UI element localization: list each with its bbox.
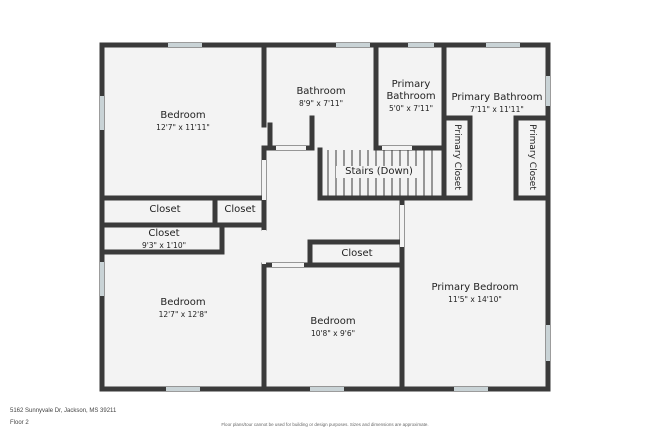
primary-closet-right-label: Primary Closet	[527, 124, 537, 190]
room-dimensions: 5'0" x 7'11"	[388, 104, 434, 113]
windows	[100, 43, 550, 391]
stairs-label: Stairs (Down)	[336, 166, 422, 178]
primary-bathroom-label: Primary Bathroom 7'11" x 11'11"	[446, 92, 548, 115]
floor-indicator: Floor 2	[10, 420, 29, 426]
primary-bathroom-small-label: Primary Bathroom 5'0" x 7'11"	[378, 79, 444, 114]
disclaimer-text: Floor plans/tour cannot be used for buil…	[221, 422, 429, 427]
room-name: Primary Bathroom	[451, 92, 543, 103]
walls	[99, 42, 551, 392]
room-name: Stairs (Down)	[345, 166, 413, 177]
room-name: Closet	[341, 248, 373, 259]
property-address: 5162 Sunnyvale Dr, Jackson, MS 39211	[10, 408, 117, 414]
room-name: Closet	[149, 204, 181, 215]
bathroom-label: Bathroom 8'9" x 7'11"	[274, 86, 368, 109]
room-name: Bedroom	[310, 316, 356, 327]
closet-c-label: Closet 9'3" x 1'10"	[112, 228, 216, 251]
floor-area	[102, 45, 548, 389]
room-name: Primary Bedroom	[431, 282, 519, 293]
primary-bedroom-label: Primary Bedroom 11'5" x 14'10"	[414, 282, 536, 305]
bedroom-2-label: Bedroom 12'7" x 12'8"	[132, 297, 234, 320]
room-dimensions: 12'7" x 11'11"	[156, 123, 210, 132]
closet-a-label: Closet	[120, 204, 210, 216]
room-name-line1: Primary	[391, 79, 431, 90]
room-name: Closet	[148, 228, 180, 239]
primary-closet-left-label: Primary Closet	[452, 124, 462, 190]
room-name-line2: Bathroom	[386, 91, 436, 102]
room-name: Bedroom	[160, 297, 206, 308]
room-dimensions: 8'9" x 7'11"	[298, 99, 344, 108]
room-name: Bedroom	[160, 110, 206, 121]
bedroom-1-label: Bedroom 12'7" x 11'11"	[132, 110, 234, 133]
room-dimensions: 10'8" x 9'6"	[310, 329, 356, 338]
closet-b-label: Closet	[218, 204, 262, 216]
room-dimensions: 11'5" x 14'10"	[448, 295, 502, 304]
bedroom-3-label: Bedroom 10'8" x 9'6"	[284, 316, 382, 339]
closet-d-label: Closet	[316, 248, 398, 260]
room-dimensions: 9'3" x 1'10"	[141, 241, 187, 250]
room-name: Bathroom	[296, 86, 346, 97]
doorways	[262, 146, 412, 267]
room-dimensions: 7'11" x 11'11"	[470, 105, 524, 114]
room-name: Closet	[224, 204, 256, 215]
room-dimensions: 12'7" x 12'8"	[158, 310, 208, 319]
